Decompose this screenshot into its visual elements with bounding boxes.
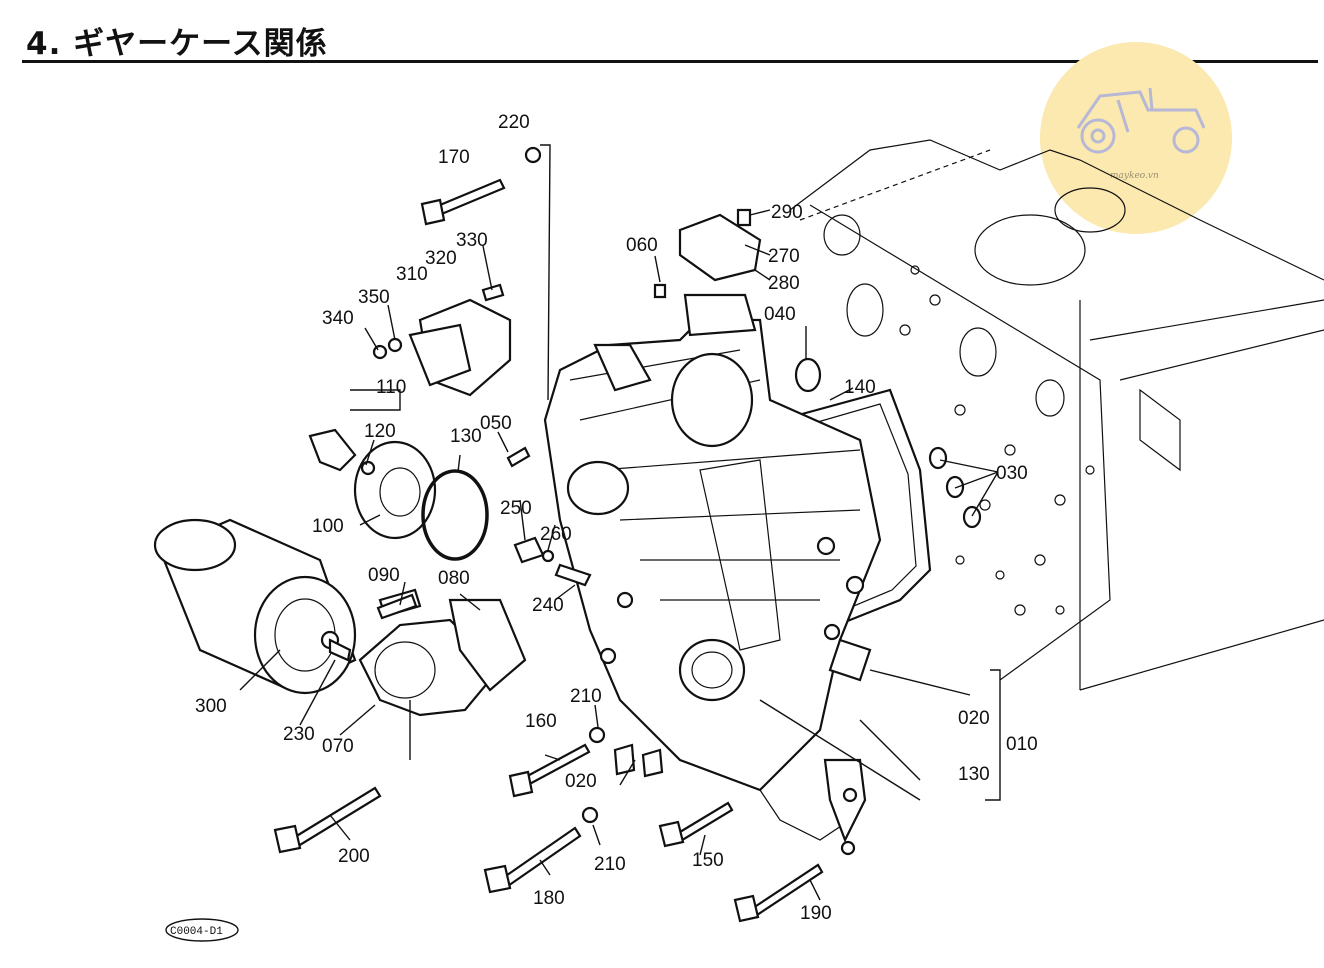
- callout-150: 150: [692, 850, 724, 871]
- callout-250: 250: [500, 498, 532, 519]
- callout-220: 220: [498, 112, 530, 133]
- callout-330: 330: [456, 230, 488, 251]
- pin-060: [653, 283, 667, 299]
- callout-200: 200: [338, 846, 370, 867]
- callout-280: 280: [768, 273, 800, 294]
- callout-320: 320: [425, 248, 457, 269]
- callout-130b: 130: [958, 764, 990, 785]
- washer-220: [524, 146, 542, 164]
- leader-lines: [239, 144, 1001, 901]
- bolt-190: [733, 863, 824, 923]
- diagram-code-text: C0004-D1: [170, 926, 223, 938]
- callout-240: 240: [532, 595, 564, 616]
- o-ring-040: [794, 357, 822, 393]
- callout-260: 260: [540, 524, 572, 545]
- bolt-160: [508, 743, 591, 798]
- callout-080: 080: [438, 568, 470, 589]
- callout-300: 300: [195, 696, 227, 717]
- tractor-icon: [1076, 87, 1206, 154]
- title-rule: [22, 60, 1318, 63]
- callout-310: 310: [396, 264, 428, 285]
- bolt-200: [273, 786, 382, 854]
- bolt-050: [506, 446, 531, 468]
- oil-filter: [153, 518, 357, 695]
- callout-020b: 020: [565, 771, 597, 792]
- gear-case: [543, 293, 882, 856]
- callout-180: 180: [533, 888, 565, 909]
- callout-100: 100: [312, 516, 344, 537]
- callout-020a: 020: [958, 708, 990, 729]
- callout-170: 170: [438, 147, 470, 168]
- washer-210b: [581, 806, 599, 824]
- callout-110: 110: [376, 377, 406, 398]
- diagram-code: C0004-D1: [165, 918, 239, 942]
- oil-pump-cover: [308, 428, 489, 561]
- watermark-logo: maykeo.vn: [1040, 42, 1232, 234]
- callout-060: 060: [626, 235, 658, 256]
- callout-010: 010: [1006, 734, 1038, 755]
- callout-140: 140: [844, 377, 876, 398]
- watermark-text: maykeo.vn: [1110, 171, 1159, 181]
- plug-250: [513, 536, 545, 564]
- callout-350: 350: [358, 287, 390, 308]
- callout-040: 040: [764, 304, 796, 325]
- callout-130a: 130: [450, 426, 482, 447]
- engine-block: [789, 139, 1324, 691]
- callout-090: 090: [368, 565, 400, 586]
- callout-160: 160: [525, 711, 557, 732]
- watermark-circle: [1040, 42, 1232, 234]
- bolt-170: [420, 178, 506, 226]
- bolt-150: [658, 801, 734, 848]
- callout-120: 120: [364, 421, 396, 442]
- callout-190: 190: [800, 903, 832, 924]
- callout-270: 270: [768, 246, 800, 267]
- ball-260: [541, 549, 555, 563]
- page-header: 4. ギヤーケース関係: [0, 0, 1324, 70]
- callout-030: 030: [996, 463, 1028, 484]
- callout-210b: 210: [594, 854, 626, 875]
- callout-labels: 220 170 330 320 310 350 340 110 120 130 …: [195, 112, 1038, 924]
- page-title: 4. ギヤーケース関係: [26, 26, 328, 62]
- callout-340: 340: [322, 308, 354, 329]
- relief-valve-housing: [372, 283, 512, 397]
- callout-050: 050: [480, 413, 512, 434]
- o-rings-030: [928, 446, 982, 529]
- callout-070: 070: [322, 736, 354, 757]
- washer-210a: [588, 726, 606, 744]
- bolt-180: [483, 826, 582, 894]
- plugs-020: [613, 743, 664, 778]
- callout-230: 230: [283, 724, 315, 745]
- spring-240: [554, 563, 592, 587]
- callout-210a: 210: [570, 686, 602, 707]
- bolt-290: [736, 208, 752, 227]
- callout-290: 290: [771, 202, 803, 223]
